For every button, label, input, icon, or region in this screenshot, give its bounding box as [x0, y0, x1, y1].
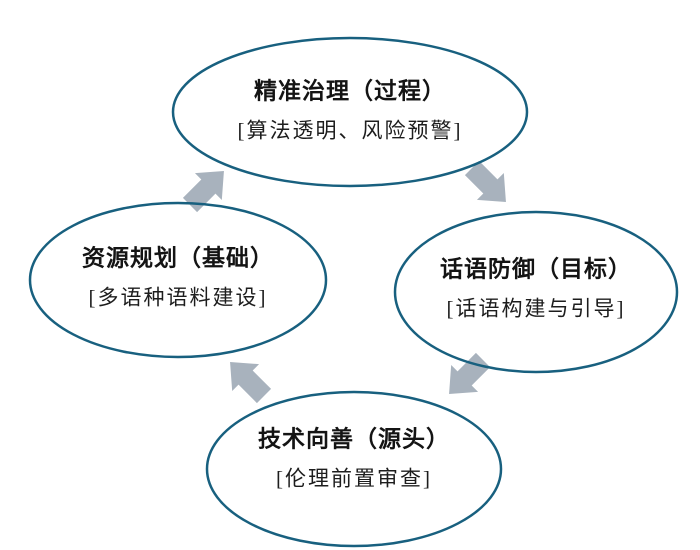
node-left-subtitle: [多语种语料建设]	[88, 285, 268, 310]
ellipse-right	[393, 210, 679, 374]
arrow-top-to-right	[464, 160, 506, 202]
node-right-title: 话语防御（目标）	[440, 255, 632, 282]
arrow-left-to-top	[182, 171, 224, 213]
node-bottom-title: 技术向善（源头）	[258, 425, 450, 452]
ellipse-bottom	[205, 390, 503, 548]
node-right-subtitle: [话语构建与引导]	[446, 296, 626, 321]
node-right: 话语防御（目标） [话语构建与引导]	[440, 255, 632, 322]
node-left-title: 资源规划（基础）	[82, 244, 274, 271]
arrow-bottom-to-left	[230, 362, 272, 404]
ellipse-top	[171, 36, 529, 188]
node-bottom: 技术向善（源头） [伦理前置审查]	[258, 425, 450, 492]
node-top-title: 精准治理（过程）	[254, 77, 446, 104]
node-top: 精准治理（过程） [算法透明、风险预警]	[238, 77, 463, 144]
node-left: 资源规划（基础） [多语种语料建设]	[82, 244, 274, 311]
node-top-subtitle: [算法透明、风险预警]	[237, 118, 463, 143]
node-bottom-subtitle: [伦理前置审查]	[276, 466, 432, 491]
ellipse-left	[28, 201, 328, 359]
arrow-right-to-bottom	[449, 352, 491, 394]
